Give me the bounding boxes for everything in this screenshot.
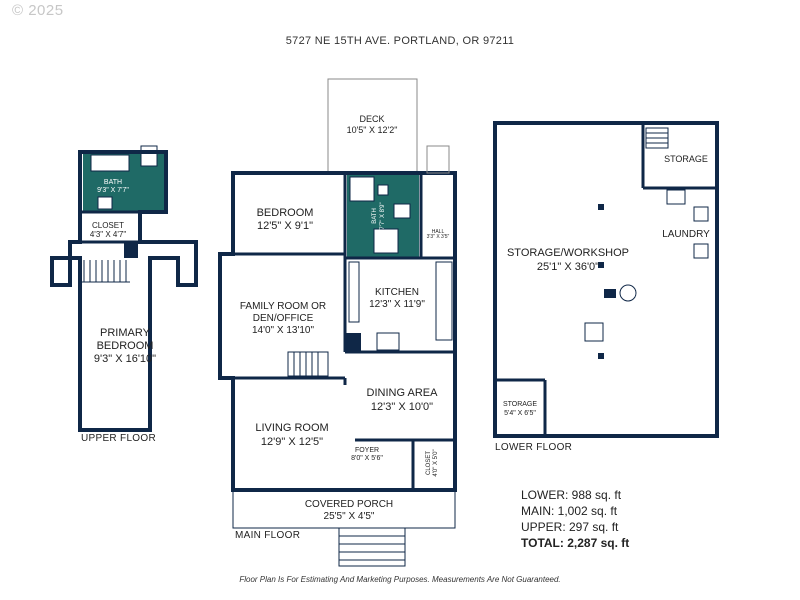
main-bath-name: BATH [372,208,378,224]
upper-floor-plan: BATH 9'3" X 7'7" CLOSET 4'3" X 4'7" PRIM… [50,145,198,432]
main-floor-plan: DECK 10'5" X 12'2" BEDROOM 12'5" X 9'1" … [218,78,457,567]
upper-bath-dims: 9'3" X 7'7" [97,187,129,194]
dryer-icon [693,243,709,259]
shower-stall-icon [373,228,399,254]
total-sqft: TOTAL: 2,287 sq. ft [521,536,630,550]
disclaimer-note: Floor Plan Is For Estimating And Marketi… [239,575,561,584]
main-sqft: MAIN: 1,002 sq. ft [521,504,618,518]
main-closet-dims: 4'0" X 5'0" [433,449,439,476]
lower-storage-small-name: STORAGE [503,401,537,408]
property-address: 5727 NE 15TH AVE. PORTLAND, OR 97211 [285,35,515,47]
upper-closet-dims: 4'3" X 4'7" [90,230,126,239]
lower-stairs-icon [645,127,669,149]
kitchen-counter [435,261,453,341]
furnace-icon [604,289,616,298]
family-room-name-line1: FAMILY ROOM OR [240,301,326,312]
main-chimney [345,333,361,353]
shower-icon [349,176,375,202]
deck-steps-icon [426,145,450,174]
living-room-dims: 12'9" X 12'5" [261,436,323,448]
bedroom-name: BEDROOM [257,207,314,219]
support-posts [598,204,604,359]
family-room-name-line2: DEN/OFFICE [253,313,314,324]
foyer-dims: 8'0" X 5'6" [351,455,383,462]
dining-area-dims: 12'3" X 10'0" [371,401,433,413]
bathtub-icon [90,154,130,172]
porch-name: COVERED PORCH [305,499,393,510]
water-heater-icon [619,284,637,302]
family-room-dims: 14'0" X 13'10" [252,325,315,336]
main-interior-walls [233,173,455,490]
kitchen-name: KITCHEN [375,287,419,298]
lower-sqft: LOWER: 988 sq. ft [521,488,622,502]
hall-name: HALL [432,229,445,235]
workshop-name: STORAGE/WORKSHOP [507,247,629,259]
bedroom-dims: 12'5" X 9'1" [257,220,313,232]
porch-steps-icon [338,527,406,567]
upper-sqft: UPPER: 297 sq. ft [521,520,619,534]
foyer-name: FOYER [355,447,379,454]
dining-area-name: DINING AREA [367,387,439,399]
main-bath-dims: 7'7" X 8'9" [380,202,386,229]
copyright-mark: © 2025 [12,2,64,19]
lower-outer-walls [493,121,719,438]
hall-dims: 3'3" X 3'5" [427,234,450,240]
primary-bedroom-name-line2: BEDROOM [97,340,154,352]
lower-interior-walls [495,123,717,436]
workshop-dims: 25'1" X 36'0" [537,261,599,273]
lower-floor-plan: STORAGE LAUNDRY STORAGE/WORKSHOP 25'1" X… [493,121,719,438]
primary-bedroom-dims: 9'3" X 16'10" [94,353,156,365]
primary-bedroom-name-line1: PRIMARY [100,327,151,339]
lower-floor-label: LOWER FLOOR [495,442,573,453]
laundry-name: LAUNDRY [662,229,710,240]
sink-icon [97,196,113,210]
upper-chimney [124,242,138,258]
deck-dims: 10'5" X 12'2" [347,125,398,135]
lower-storage-small-dims: 5'4" X 6'5" [504,410,536,417]
upper-bath-name: BATH [104,179,122,186]
washer-icon [693,206,709,222]
lower-storage-top-name: STORAGE [664,154,708,164]
living-room-name: LIVING ROOM [255,422,328,434]
main-closet-name: CLOSET [426,451,432,475]
stove-icon [376,332,400,351]
square-footage-summary: LOWER: 988 sq. ft MAIN: 1,002 sq. ft UPP… [521,487,629,551]
upper-stairs-icon [82,260,130,283]
main-stairs-icon [287,351,329,377]
laundry-sink-icon [666,189,686,205]
kitchen-counter-left [348,261,360,323]
kitchen-dims: 12'3" X 11'9" [369,299,425,310]
porch-dims: 25'5" X 4'5" [324,511,375,522]
main-floor-label: MAIN FLOOR [235,530,301,541]
lower-appliance-icon [584,322,604,342]
upper-closet-name: CLOSET [92,221,124,230]
upper-floor-label: UPPER FLOOR [81,433,156,444]
toilet-icon [140,145,158,167]
main-toilet-icon [393,203,411,219]
deck-name: DECK [359,114,384,124]
main-sink-icon [377,184,389,196]
